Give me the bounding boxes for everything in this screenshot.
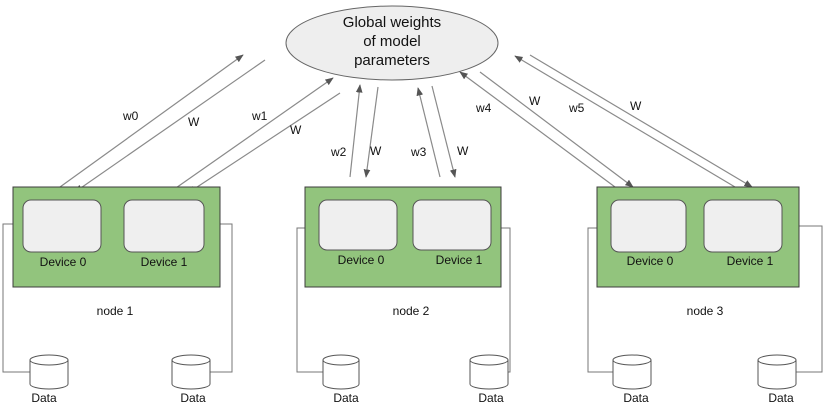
database-icon: [171, 354, 211, 390]
arrow-W-down-2: [187, 92, 341, 194]
label-w0: w0: [122, 109, 139, 123]
data-label: Data: [31, 391, 57, 405]
database-icon: [757, 354, 797, 390]
arrow-W-down-3: [363, 86, 379, 178]
node-2: Device 0 Device 1 node 2 Data Data: [296, 186, 511, 405]
device-1-label: Device 1: [141, 255, 188, 269]
data-wire: [782, 225, 823, 373]
global-weights-server: Global weights of model parameters: [285, 5, 499, 81]
arrow-W-down-1: [74, 59, 266, 193]
device-1-label: Device 1: [436, 253, 483, 267]
label-W-5: W: [529, 94, 541, 108]
device-0-card: [610, 199, 687, 253]
arrow-W-down-5: [479, 71, 634, 188]
device-1-card: [123, 199, 205, 253]
database-icon: [469, 354, 509, 390]
node-label: node 2: [393, 304, 430, 318]
arrow-W-down-4: [431, 85, 457, 178]
arrow-W-down-6: [529, 54, 753, 188]
database-icon: [612, 354, 652, 390]
label-w4: w4: [475, 101, 492, 115]
arrow-w5-up: [514, 55, 736, 188]
arrow-w1-up: [172, 77, 334, 191]
device-0-card: [318, 199, 398, 251]
database-icon: [322, 354, 360, 390]
node-1: Device 0 Device 1 node 1 Data Data: [2, 186, 233, 405]
label-W-1: W: [188, 115, 200, 129]
node-label: node 3: [687, 304, 724, 318]
arrow-w4-up: [459, 71, 616, 188]
label-W-3: W: [370, 144, 382, 158]
server-label-line-1: Global weights: [343, 14, 441, 31]
label-W-2: W: [290, 123, 302, 137]
server-label-line-2: of model: [363, 33, 421, 50]
node-3: Device 0 Device 1 node 3 Data Data: [587, 186, 823, 405]
arrows: [59, 54, 753, 194]
data-label: Data: [478, 391, 504, 405]
arrow-w2-up: [349, 84, 363, 178]
device-0-label: Device 0: [627, 254, 674, 268]
label-w1: w1: [251, 109, 268, 123]
data-label: Data: [623, 391, 649, 405]
database-icon: [29, 354, 69, 390]
device-1-card: [703, 199, 783, 253]
device-1-label: Device 1: [727, 254, 774, 268]
arrow-labels: w0 W w1 W w2 W w3 W w4 W w5 W: [122, 94, 642, 159]
arrow-w0-up: [59, 54, 244, 188]
data-label: Data: [333, 391, 359, 405]
device-0-label: Device 0: [338, 253, 385, 267]
arrow-w3-up: [416, 87, 441, 178]
label-w3: w3: [410, 145, 427, 159]
device-0-card: [22, 199, 102, 253]
label-w2: w2: [330, 145, 347, 159]
label-W-6: W: [630, 99, 642, 113]
device-0-label: Device 0: [40, 255, 87, 269]
server-label-line-3: parameters: [354, 52, 430, 69]
node-label: node 1: [97, 304, 134, 318]
data-label: Data: [180, 391, 206, 405]
label-W-4: W: [457, 144, 469, 158]
label-w5: w5: [568, 101, 585, 115]
device-1-card: [412, 199, 492, 251]
data-label: Data: [768, 391, 794, 405]
